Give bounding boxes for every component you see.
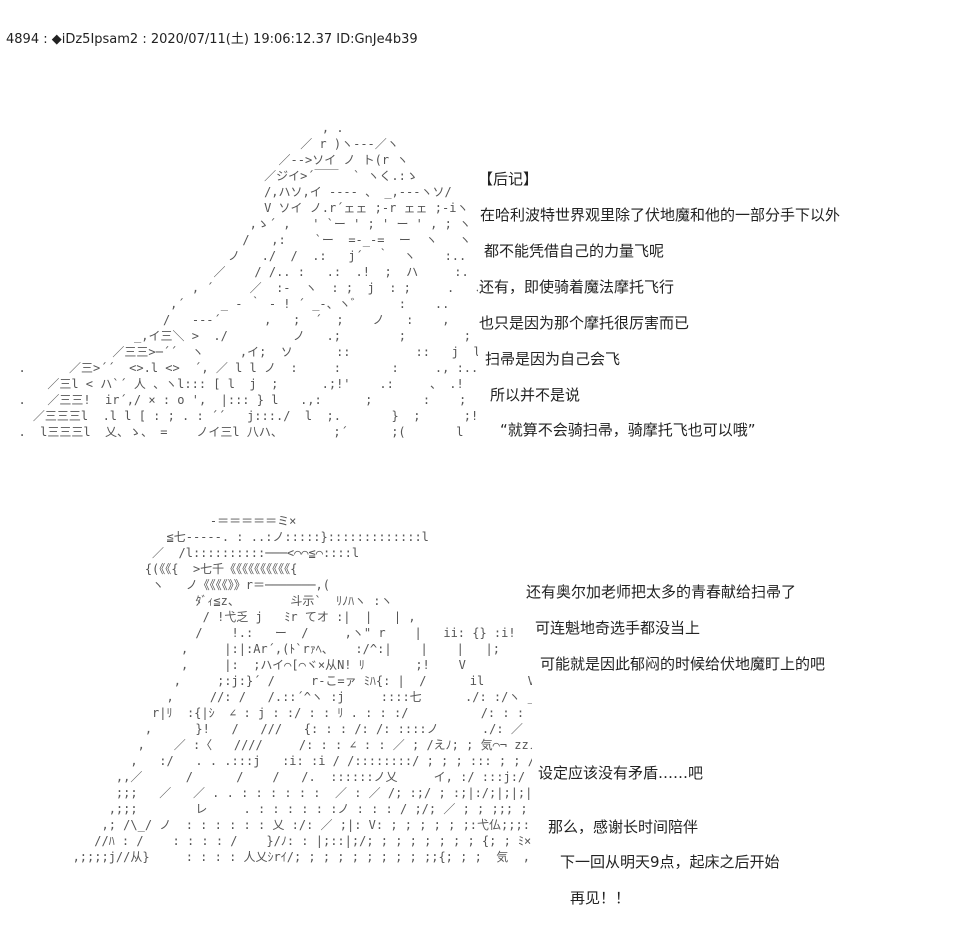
text-line: 设定应该没有矛盾……吧 <box>538 764 704 782</box>
quote-line: “就算不会骑扫帚，骑摩托飞也可以哦” <box>500 421 756 439</box>
text-line: 所以并不是说 <box>490 386 581 404</box>
text-line: 还有，即使骑着魔法摩托飞行 <box>479 278 675 296</box>
text-line: 也只是因为那个摩托很厉害而已 <box>479 314 690 332</box>
text-line: 还有奥尔加老师把太多的青春献给扫帚了 <box>526 583 797 601</box>
afterword-heading: 【后记】 <box>478 170 539 188</box>
ascii-art-character-top: , . ／ r )ヽ---／ヽ ／-->ソイ ノ ト(r ヽ ／ジイ>´￣￣ `… <box>18 121 478 439</box>
text-line: 在哈利波特世界观里除了伏地魔和他的一部分手下以外 <box>480 206 841 224</box>
farewell-line: 再见！！ <box>570 889 631 907</box>
text-line: 下一回从明天9点，起床之后开始 <box>560 853 780 871</box>
post-header: 4894 : ◆iDz5Ipsam2 : 2020/07/11(土) 19:06… <box>6 32 418 47</box>
text-line: 可连魁地奇选手都没当上 <box>535 619 701 637</box>
text-line: 那么，感谢长时间陪伴 <box>548 818 699 836</box>
text-line: 可能就是因此郁闷的时候给伏地魔盯上的吧 <box>540 655 826 673</box>
text-line: 都不能凭借自己的力量飞呢 <box>484 242 665 260</box>
ascii-art-character-bottom: -＝＝＝＝＝ミ× ≦七-----. : ..:ノ:::::}::::::::::… <box>72 514 532 864</box>
text-line: 扫帚是因为自己会飞 <box>485 350 621 368</box>
